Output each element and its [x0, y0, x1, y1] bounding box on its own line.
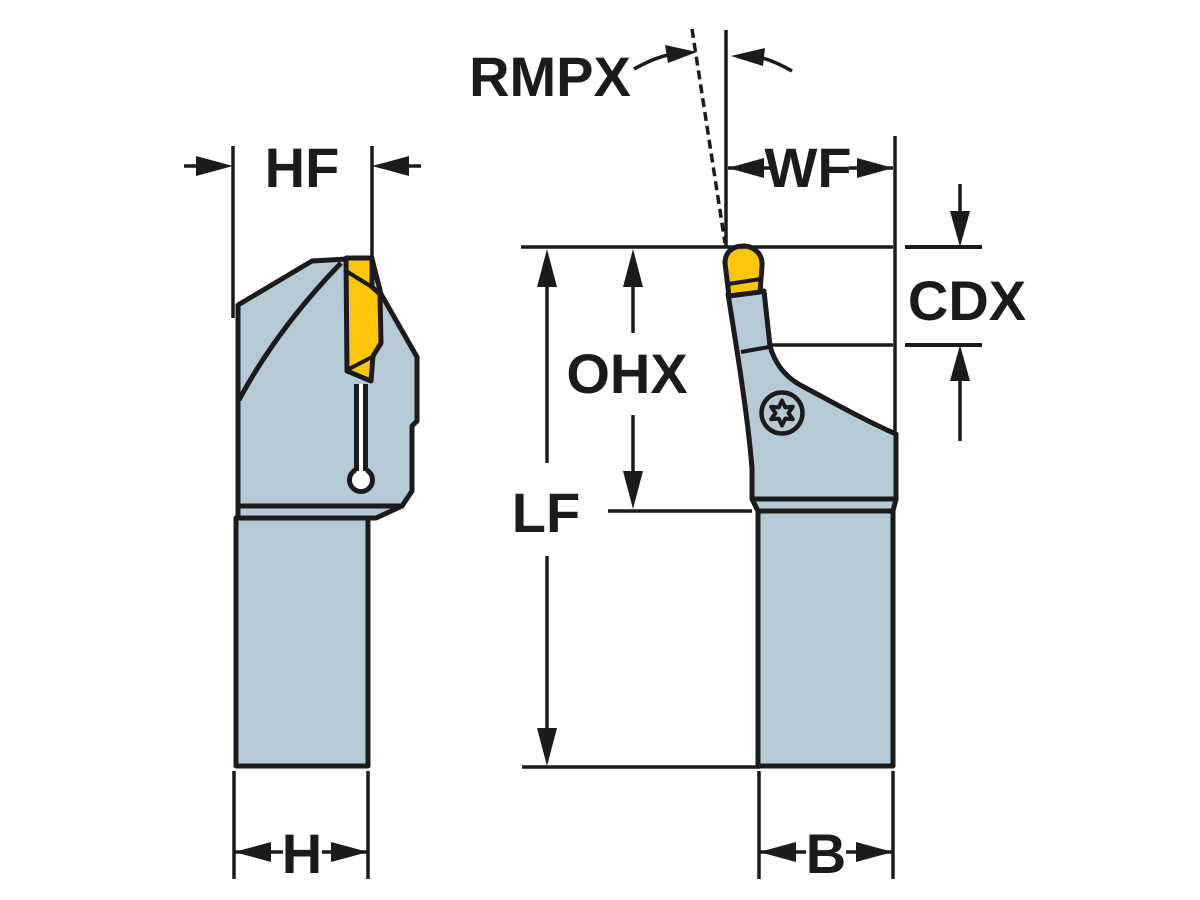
- label-b: B: [806, 822, 846, 885]
- round-insert-seat-line: [727, 277, 762, 286]
- tool-shank: [233, 515, 371, 769]
- label-rmpx: RMPX: [469, 45, 631, 108]
- label-ohx: OHX: [566, 342, 687, 405]
- keyhole-slot: [347, 384, 375, 494]
- dimension-cdx: CDX: [905, 184, 1026, 441]
- insert-seat-line-bottom: [346, 355, 373, 372]
- tool-head: [235, 256, 420, 509]
- dimension-b: B: [757, 771, 895, 885]
- head-shank-band: [235, 503, 405, 521]
- dimension-h: H: [232, 771, 370, 885]
- label-cdx: CDX: [908, 269, 1026, 332]
- head-contour-arc: [236, 261, 343, 402]
- insert-seat-line-top: [344, 269, 374, 289]
- neck-joint-line: [740, 345, 770, 354]
- label-hf: HF: [265, 136, 340, 199]
- dimension-wf: WF: [728, 136, 897, 434]
- right-view: RMPX WF CDX: [469, 28, 1026, 885]
- dimension-rmpx: RMPX: [469, 45, 793, 108]
- torx-screw-icon: [759, 390, 805, 436]
- label-lf: LF: [512, 481, 580, 544]
- tool-head-front: [725, 288, 899, 502]
- dimension-ohx: OHX: [566, 249, 752, 513]
- insert-axis-line: [690, 28, 727, 244]
- tool-shank-front: [755, 508, 896, 769]
- round-insert: [722, 243, 765, 299]
- label-wf: WF: [764, 136, 851, 199]
- dimension-lf: LF: [512, 249, 760, 769]
- dimension-hf: HF: [184, 136, 421, 318]
- left-view: HF H: [184, 136, 421, 885]
- cutting-insert: [343, 255, 384, 384]
- label-h: H: [282, 822, 322, 885]
